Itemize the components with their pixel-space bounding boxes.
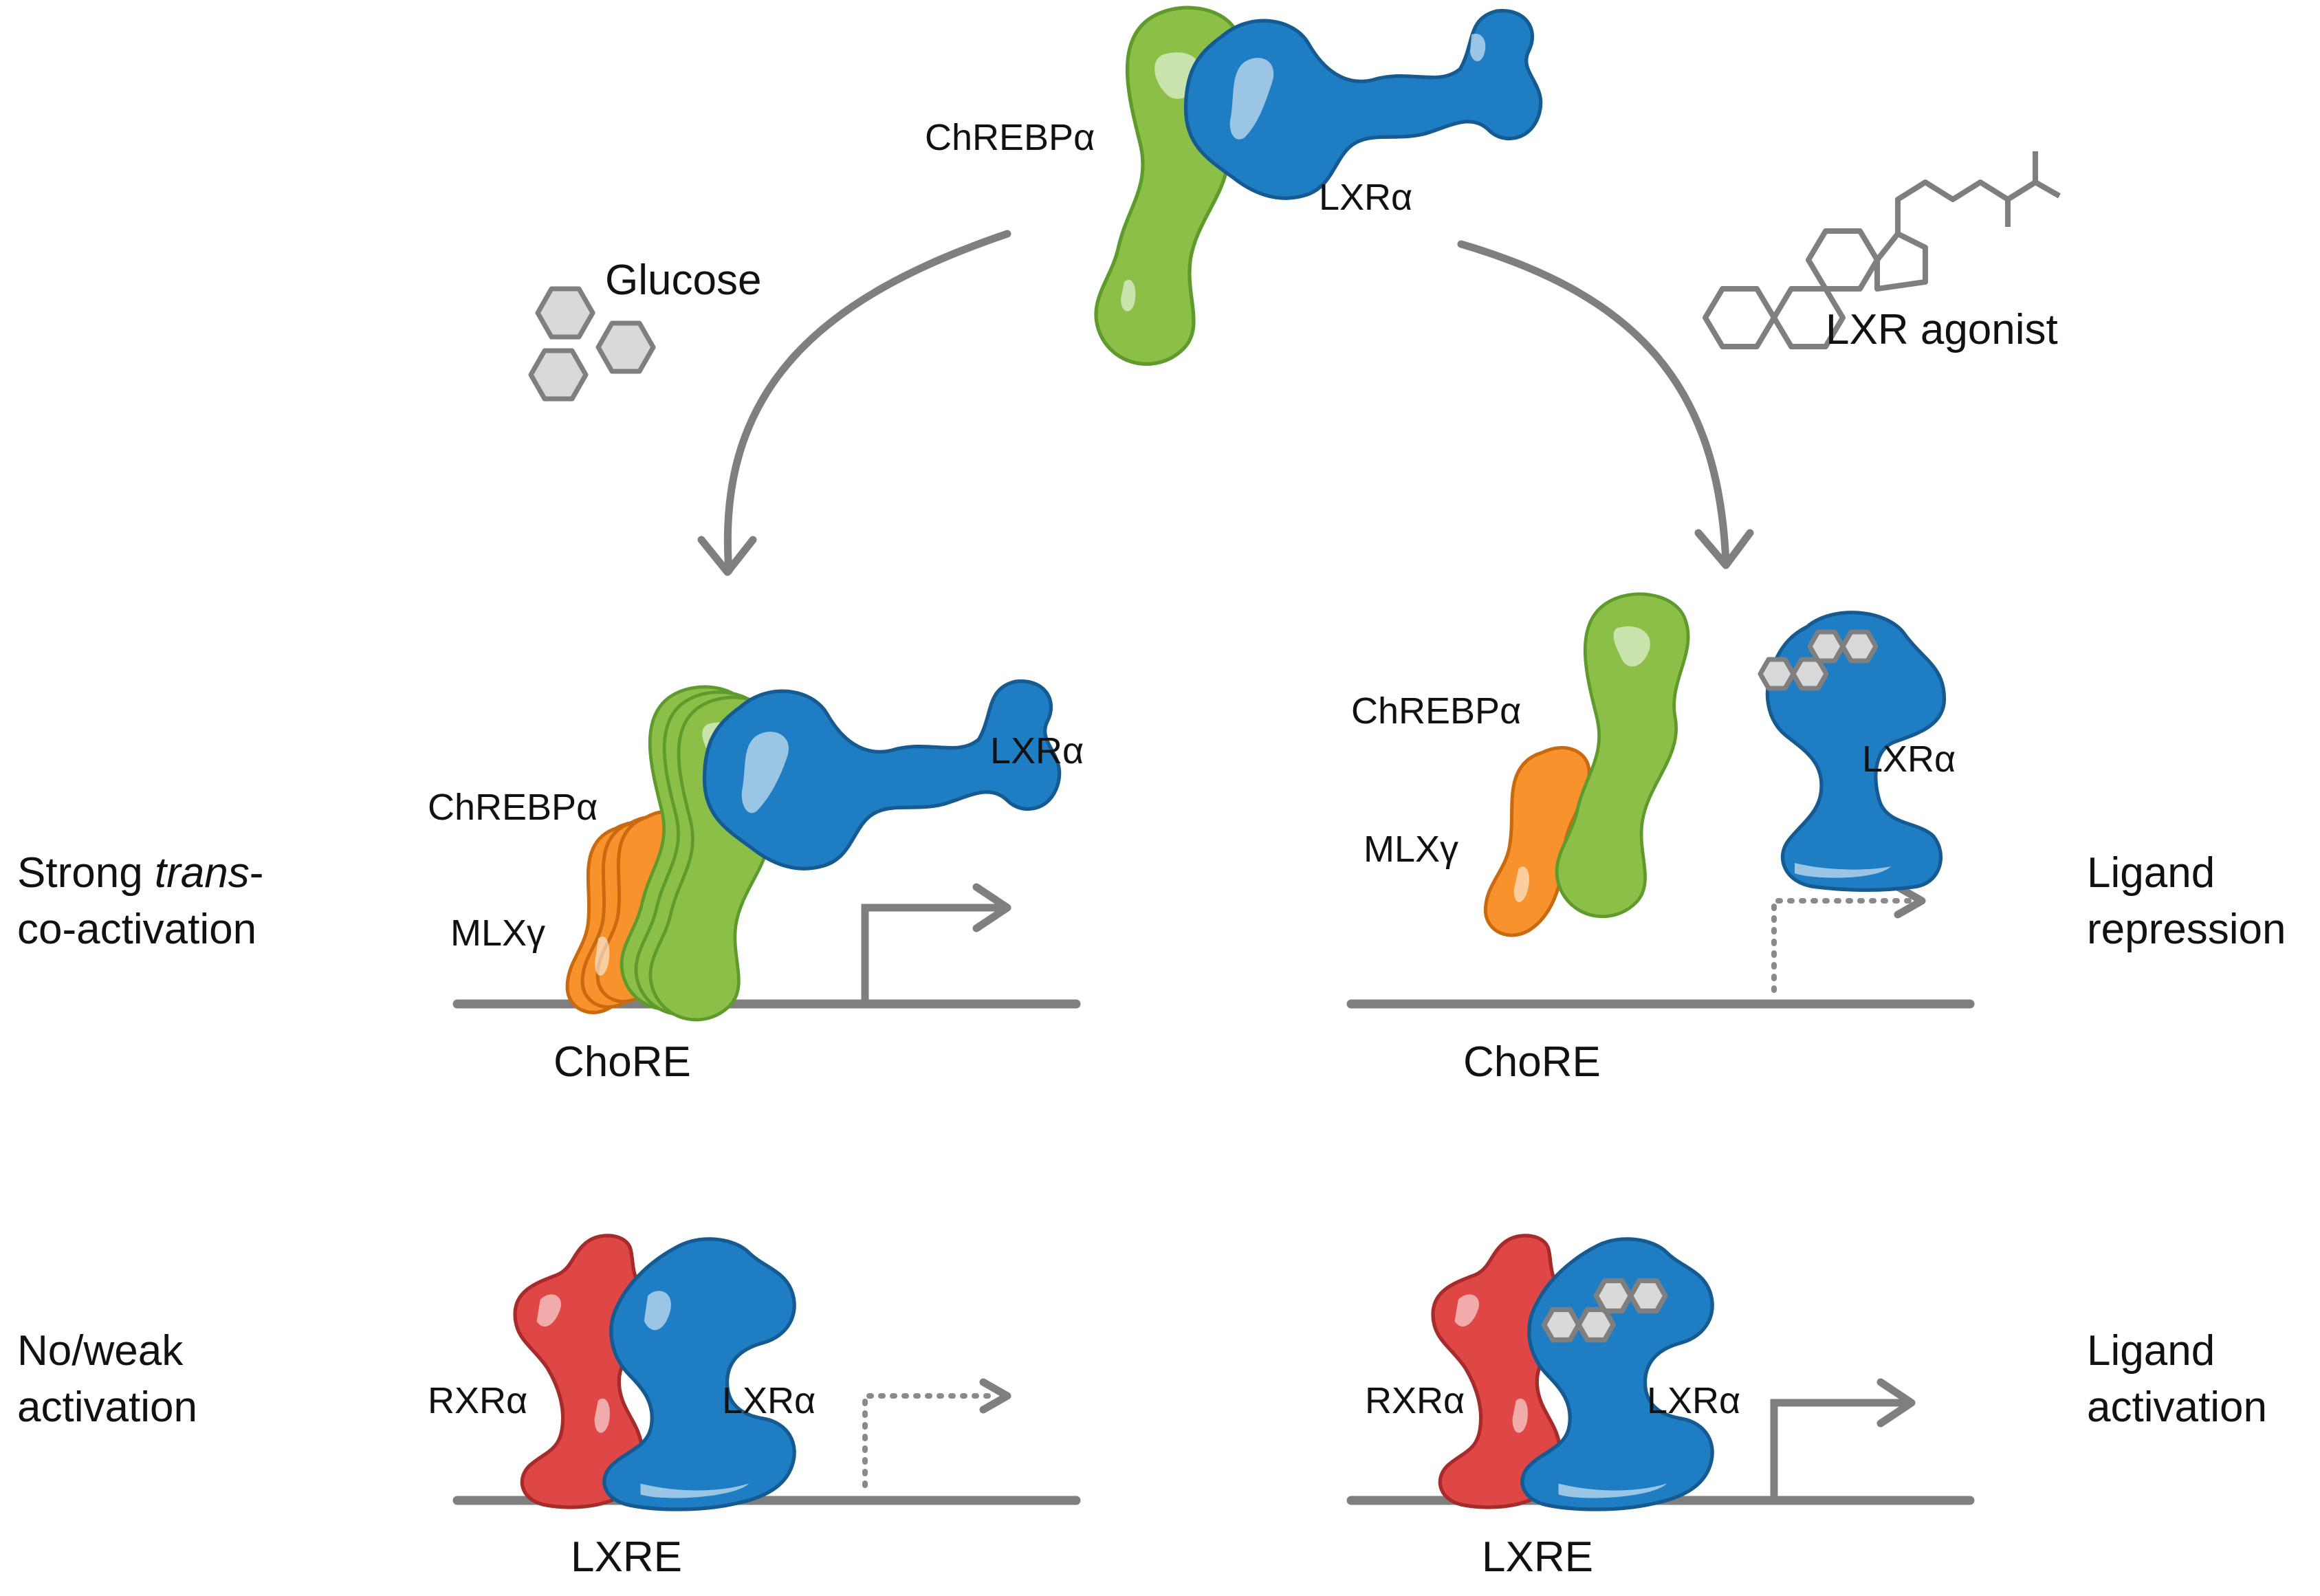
panel-ligand-repression: ChREBPα LXRα MLXγ ChoRE xyxy=(1346,594,1975,1086)
side-label-strong-line2: co-activation xyxy=(17,906,256,953)
side-label-strong: Strong trans- xyxy=(17,849,263,897)
arrow-glucose-head xyxy=(697,536,757,576)
element-label: ChoRE xyxy=(554,1038,691,1086)
promoter-dotted-arrow xyxy=(862,1393,1000,1488)
chrebp-protein xyxy=(1557,594,1688,917)
agonist-label: LXR agonist xyxy=(1826,306,2058,353)
lxr-label: LXRα xyxy=(1647,1380,1740,1421)
promoter-arrow-head xyxy=(1876,1378,1916,1428)
lxr-protein-liganded xyxy=(1522,1239,1712,1509)
lxr-label: LXRα xyxy=(990,730,1084,772)
rxr-protein xyxy=(515,1236,654,1507)
side-label-repression: Ligand xyxy=(2087,849,2215,897)
top-chrebp-label: ChREBPα xyxy=(925,117,1095,158)
element-label: ChoRE xyxy=(1463,1038,1601,1086)
bound-ligand-hexagons-icon xyxy=(1541,1278,1668,1343)
top-lxr-protein xyxy=(1186,11,1541,199)
promoter-arrow xyxy=(1770,1399,1908,1500)
promoter-arrow xyxy=(861,904,1004,1004)
side-label-repression-line2: repression xyxy=(2087,906,2286,953)
glucose-hexagons-icon xyxy=(528,286,656,402)
arrow-agonist-head xyxy=(1694,529,1754,569)
element-label: LXRE xyxy=(1482,1533,1593,1581)
promoter-dotted-arrow xyxy=(1771,898,1914,993)
lxr-protein-liganded xyxy=(1758,613,1945,890)
element-label: LXRE xyxy=(571,1533,682,1581)
rxr-protein xyxy=(1433,1236,1572,1507)
panel-strong-coactivation: ChREBPα LXRα MLXγ ChoRE xyxy=(428,681,1084,1086)
side-label-noweak: No/weak xyxy=(17,1327,184,1375)
side-label-ligand-activation-line2: activation xyxy=(2087,1384,2267,1431)
side-label-noweak-line2: activation xyxy=(17,1384,197,1431)
lxr-label: LXRα xyxy=(1862,739,1956,780)
promoter-dotted-arrow-head xyxy=(979,1378,1011,1414)
mlx-protein xyxy=(1484,744,1590,939)
mlx-protein xyxy=(567,811,694,1012)
arrow-agonist xyxy=(1457,240,1730,568)
mlx-label: MLXγ xyxy=(450,912,545,954)
top-complex: ChREBPα LXRα xyxy=(925,8,1541,364)
mlx-label: MLXγ xyxy=(1364,829,1458,870)
sterol-ring-structure-icon xyxy=(1703,151,2061,349)
panel-ligand-activation: RXRα LXRα LXRE xyxy=(1346,1236,1975,1581)
rxr-label: RXRα xyxy=(1365,1380,1465,1421)
lxr-protein xyxy=(705,681,1060,869)
chrebp-label: ChREBPα xyxy=(428,787,598,828)
chrebp-label: ChREBPα xyxy=(1351,690,1521,732)
lxr-label: LXRα xyxy=(722,1380,816,1421)
top-lxr-label: LXRα xyxy=(1319,177,1412,218)
bound-ligand-hexagons-icon xyxy=(1758,629,1879,691)
arrow-glucose xyxy=(723,230,1011,575)
panel-no-weak-activation: RXRα LXRα LXRE xyxy=(428,1236,1081,1581)
side-label-ligand-activation: Ligand xyxy=(2087,1327,2215,1375)
lxr-protein xyxy=(604,1239,794,1509)
glucose-label: Glucose xyxy=(605,256,761,304)
rxr-label: RXRα xyxy=(428,1380,527,1421)
promoter-dotted-arrow-head xyxy=(1894,883,1926,919)
promoter-arrow-head xyxy=(972,883,1011,932)
